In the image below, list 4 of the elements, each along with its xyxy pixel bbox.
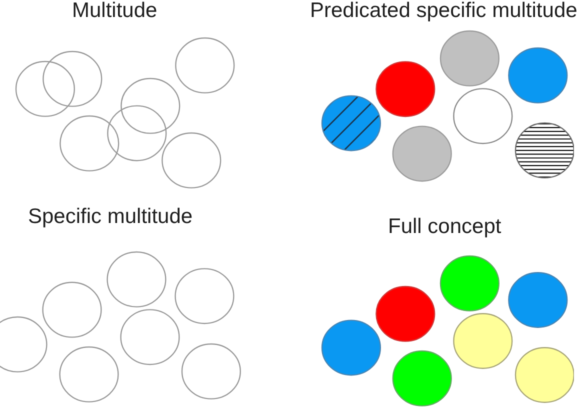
panel-heading: Multitude [72,0,158,21]
panel-heading: Predicated specific multitude [310,0,578,21]
panel-heading: Specific multitude [28,206,193,227]
panel-heading: Full concept [388,216,502,237]
